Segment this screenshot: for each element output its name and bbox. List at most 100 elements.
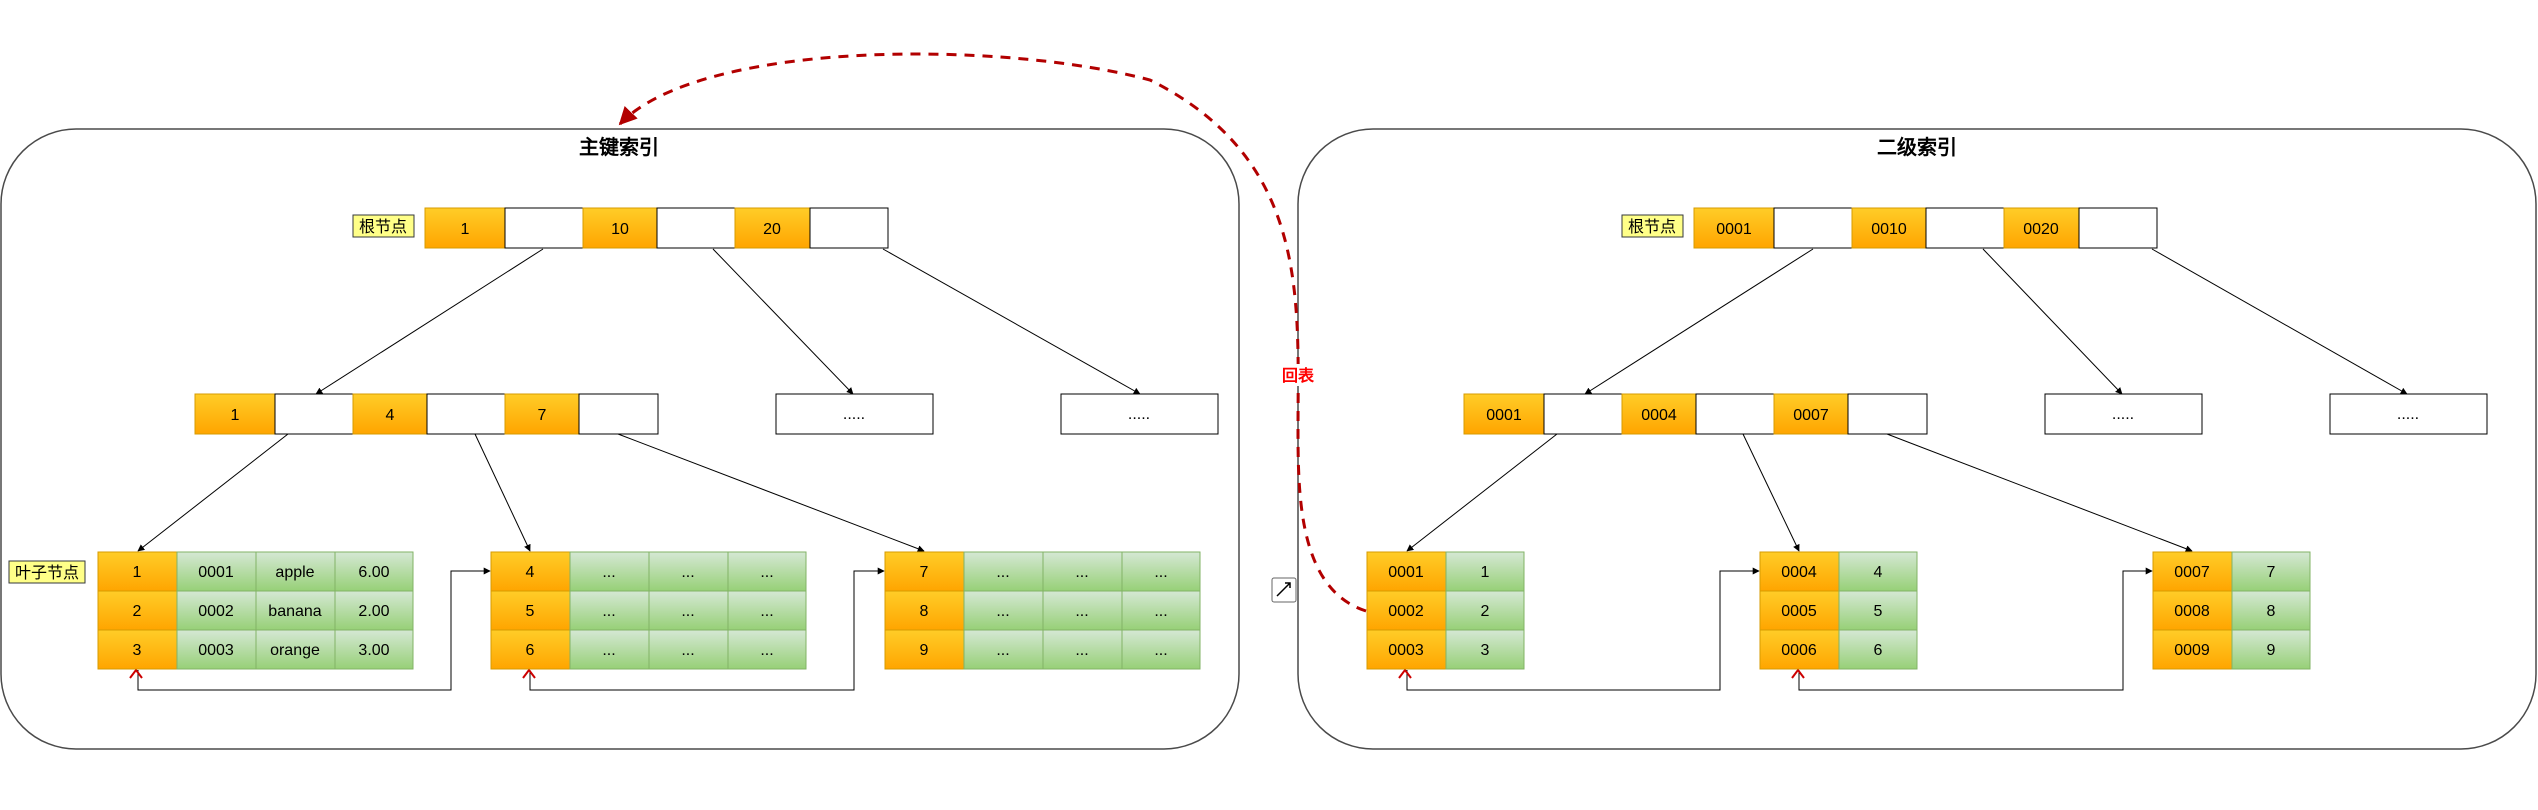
leaf-link-2-3 xyxy=(1798,567,2153,691)
primary-placeholder-node-1 xyxy=(775,393,934,435)
secondary-placeholder-node-2 xyxy=(2329,393,2488,435)
secondary-root-key-3: 0020 xyxy=(2023,221,2059,238)
leaf-link-1-2 xyxy=(137,567,491,691)
primary-leaf-1-row-2-col-2: banana xyxy=(268,603,321,620)
primary-tree-edges xyxy=(129,248,1141,691)
secondary-placeholder-text-1: ..... xyxy=(2112,406,2134,423)
primary-placeholder-node-2 xyxy=(1060,393,1219,435)
secondary-leaf-3-row-3-pk: 9 xyxy=(2267,642,2276,659)
primary-leaf-tag: 叶子节点 xyxy=(15,563,79,582)
edge-mid-to-leaf-3 xyxy=(1886,433,2193,553)
edge-style-icon[interactable] xyxy=(1271,577,1297,603)
primary-leaf-tag-box xyxy=(8,560,86,584)
secondary-leaf-1-row-2-key: 0002 xyxy=(1388,603,1424,620)
primary-leaf-2-row-1-col-1: ... xyxy=(602,564,615,581)
edge-mid-to-leaf-1 xyxy=(137,433,289,552)
primary-leaf-3-row-1-col-1: ... xyxy=(996,564,1009,581)
primary-leaf-1-row-3-col-3: 3.00 xyxy=(358,642,389,659)
primary-mid-key-2: 4 xyxy=(386,407,395,424)
edge-root-to-placeholder-1 xyxy=(1982,248,2123,395)
edge-root-to-mid xyxy=(1584,248,1814,395)
primary-leaf-1-row-3-col-1: 0003 xyxy=(198,642,234,659)
primary-leaf-2-row-2-col-2: ... xyxy=(681,603,694,620)
primary-leaf-2-row-3-col-3: ... xyxy=(760,642,773,659)
primary-leaf-2-row-2-key: 5 xyxy=(526,603,535,620)
table-lookup-label-bg xyxy=(1280,364,1316,386)
primary-leaf-3-row-2-col-2: ... xyxy=(1075,603,1088,620)
secondary-index-title: 二级索引 xyxy=(1877,135,1957,159)
leaf-back-arrow-1 xyxy=(1398,668,1412,679)
secondary-root-key-1: 0001 xyxy=(1716,221,1752,238)
primary-leaf-1-row-2-col-1: 0002 xyxy=(198,603,234,620)
secondary-leaf-3-row-2-pk: 8 xyxy=(2267,603,2276,620)
primary-leaf-1-row-1-col-2: apple xyxy=(275,564,314,581)
primary-leaf-3-row-1-col-2: ... xyxy=(1075,564,1088,581)
secondary-leaf-1-row-2-pk: 2 xyxy=(1481,603,1490,620)
secondary-leaf-3-row-1-key: 0007 xyxy=(2174,564,2210,581)
primary-leaf-3-row-3-col-3: ... xyxy=(1154,642,1167,659)
secondary-leaf-2-row-3-pk: 6 xyxy=(1874,642,1883,659)
secondary-leaf-3: 0007 7 0008 8 0009 9 xyxy=(2152,551,2311,670)
primary-placeholder-text-2: ..... xyxy=(1128,406,1150,423)
secondary-leaf-1-row-1-key: 0001 xyxy=(1388,564,1424,581)
primary-root-key-3: 20 xyxy=(763,221,781,238)
primary-leaf-3-row-2-col-3: ... xyxy=(1154,603,1167,620)
primary-leaf-1-row-2-key: 2 xyxy=(133,603,142,620)
primary-leaf-2-row-3-key: 6 xyxy=(526,642,535,659)
primary-leaf-3-row-1-col-3: ... xyxy=(1154,564,1167,581)
primary-mid-key-3: 7 xyxy=(538,407,547,424)
primary-root-key-1: 1 xyxy=(461,221,470,238)
edge-root-to-placeholder-1 xyxy=(712,248,854,395)
secondary-root-tag: 根节点 xyxy=(1628,217,1676,236)
secondary-tree-edges xyxy=(1398,248,2408,691)
primary-root-tag: 根节点 xyxy=(359,217,407,236)
secondary-placeholder-node-1 xyxy=(2044,393,2203,435)
secondary-leaf-2-row-1-pk: 4 xyxy=(1874,564,1883,581)
primary-leaf-1-row-2-col-3: 2.00 xyxy=(358,603,389,620)
primary-leaf-1-row-1-col-3: 6.00 xyxy=(358,564,389,581)
primary-leaf-1: 1 0001 apple 6.00 2 0002 banana 2.00 3 0… xyxy=(97,551,414,670)
secondary-leaf-1-row-3-pk: 3 xyxy=(1481,642,1490,659)
leaf-link-1-2 xyxy=(1406,567,1760,691)
primary-leaf-2-row-2-col-1: ... xyxy=(602,603,615,620)
primary-leaf-1-row-3-col-2: orange xyxy=(270,642,320,659)
leaf-link-2-3 xyxy=(529,567,885,691)
secondary-leaf-3-row-3-key: 0009 xyxy=(2174,642,2210,659)
leaf-back-arrow-2 xyxy=(522,668,536,679)
primary-index-title: 主键索引 xyxy=(579,135,659,159)
primary-leaf-2-row-2-col-3: ... xyxy=(760,603,773,620)
primary-leaf-3-row-1-key: 7 xyxy=(920,564,929,581)
edge-root-to-placeholder-2 xyxy=(2151,248,2408,395)
primary-leaf-2: 4 ... ... ... 5 ... ... ... 6 ... ... ..… xyxy=(490,551,807,670)
primary-leaf-2-row-1-col-3: ... xyxy=(760,564,773,581)
secondary-leaf-2-row-2-pk: 5 xyxy=(1874,603,1883,620)
edge-mid-to-leaf-2 xyxy=(474,433,531,552)
primary-placeholder-text-1: ..... xyxy=(843,406,865,423)
primary-leaf-3-row-3-col-2: ... xyxy=(1075,642,1088,659)
primary-leaf-2-row-3-col-2: ... xyxy=(681,642,694,659)
secondary-mid-key-2: 0004 xyxy=(1641,407,1677,424)
primary-leaf-1-row-3-key: 3 xyxy=(133,642,142,659)
primary-internal-node: 1 4 7 xyxy=(194,393,659,435)
primary-leaf-1-row-1-col-1: 0001 xyxy=(198,564,234,581)
primary-leaf-2-row-3-col-1: ... xyxy=(602,642,615,659)
primary-leaf-1-row-1-key: 1 xyxy=(133,564,142,581)
secondary-leaf-2-row-3-key: 0006 xyxy=(1781,642,1817,659)
secondary-internal-node: 0001 0004 0007 xyxy=(1463,393,1928,435)
primary-root-node: 1 10 20 xyxy=(424,207,889,249)
edge-mid-to-leaf-3 xyxy=(617,433,925,553)
primary-root-key-2: 10 xyxy=(611,221,629,238)
primary-leaf-2-row-1-key: 4 xyxy=(526,564,535,581)
primary-leaf-3-row-2-col-1: ... xyxy=(996,603,1009,620)
secondary-root-node: 0001 0010 0020 xyxy=(1693,207,2158,249)
secondary-root-key-2: 0010 xyxy=(1871,221,1907,238)
secondary-mid-key-3: 0007 xyxy=(1793,407,1829,424)
edge-mid-to-leaf-1 xyxy=(1406,433,1558,552)
secondary-mid-key-1: 0001 xyxy=(1486,407,1522,424)
secondary-leaf-1-row-3-key: 0003 xyxy=(1388,642,1424,659)
edge-root-to-mid xyxy=(315,248,544,395)
leaf-back-arrow-2 xyxy=(1791,668,1805,679)
primary-leaf-2-row-1-col-2: ... xyxy=(681,564,694,581)
secondary-placeholder-text-2: ..... xyxy=(2397,406,2419,423)
